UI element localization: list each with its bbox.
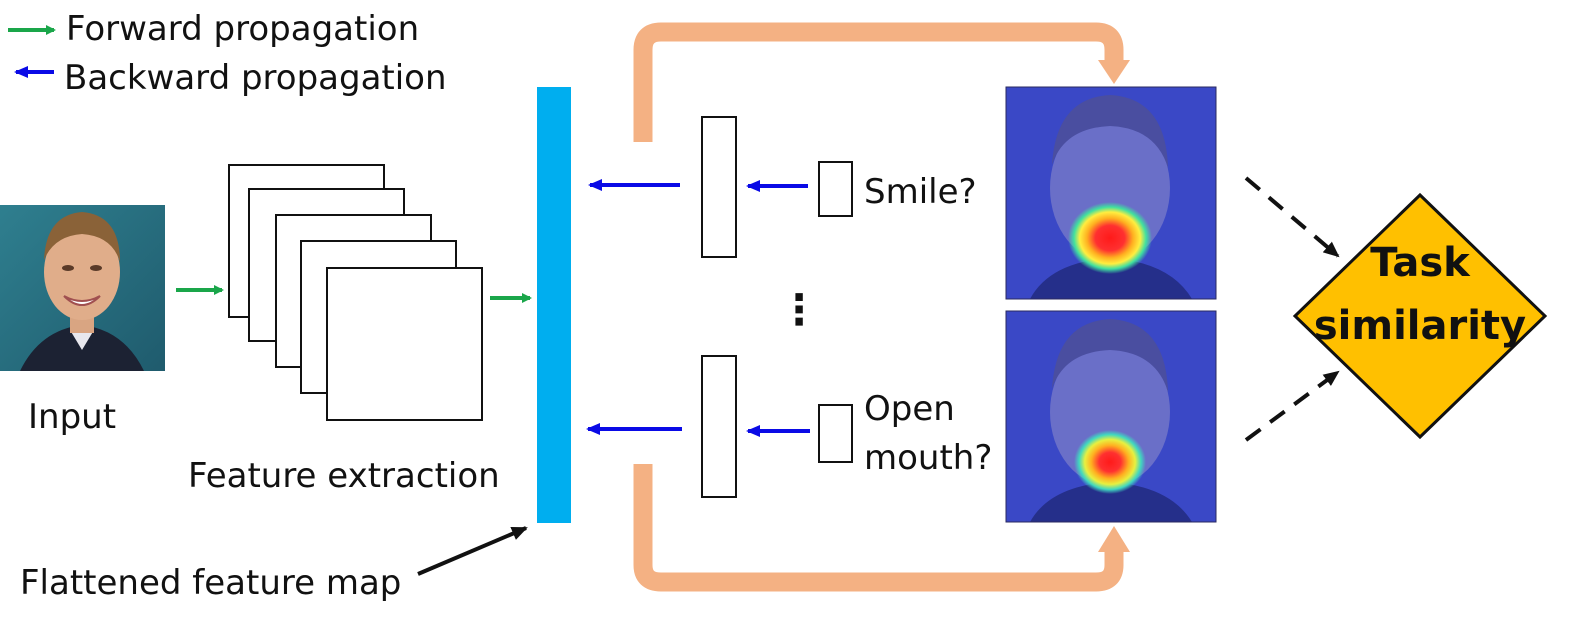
task-similarity-line2: similarity	[1314, 303, 1526, 349]
feature-extraction-label: Feature extraction	[188, 456, 500, 496]
legend: Forward propagation Backward propagation	[8, 9, 447, 98]
skip-connection-bottom-head	[1098, 526, 1130, 552]
task-similarity-diamond: Task similarity	[1292, 192, 1548, 440]
task-output-box	[818, 161, 853, 217]
flattened-feature-map-label: Flattened feature map	[20, 563, 401, 603]
skip-connection-bottom	[633, 464, 1124, 592]
task-layer-box	[701, 355, 737, 498]
smile-task-label: Smile?	[864, 172, 977, 212]
open-mouth-label-line2: mouth?	[864, 438, 992, 478]
feature-map-stack	[228, 164, 483, 421]
task-output-box	[818, 404, 853, 463]
forward-legend-label: Forward propagation	[66, 9, 419, 49]
attention-heatmap-smile	[1005, 86, 1217, 300]
task-head-open-mouth: Open mouth?	[586, 355, 992, 498]
task-similarity-line1: Task	[1370, 240, 1471, 286]
ellipsis-more-tasks: ⋮	[778, 285, 820, 334]
attention-heatmap-open-mouth	[1005, 310, 1217, 523]
skip-connection-top	[633, 22, 1124, 142]
task-head-smile: Smile?	[588, 116, 977, 258]
feature-map	[326, 267, 483, 421]
task-layer-box	[701, 116, 737, 258]
dashed-arrow-bottom	[1244, 370, 1340, 442]
open-mouth-label-line1: Open	[864, 389, 955, 429]
input-label: Input	[28, 397, 116, 437]
input-photo	[0, 205, 165, 371]
flattened-pointer-arrow	[417, 526, 528, 576]
skip-connection-top-head	[1098, 60, 1130, 84]
flattened-feature-bar	[537, 87, 571, 523]
dashed-arrow-top	[1244, 176, 1340, 258]
backward-legend-label: Backward propagation	[64, 58, 447, 98]
